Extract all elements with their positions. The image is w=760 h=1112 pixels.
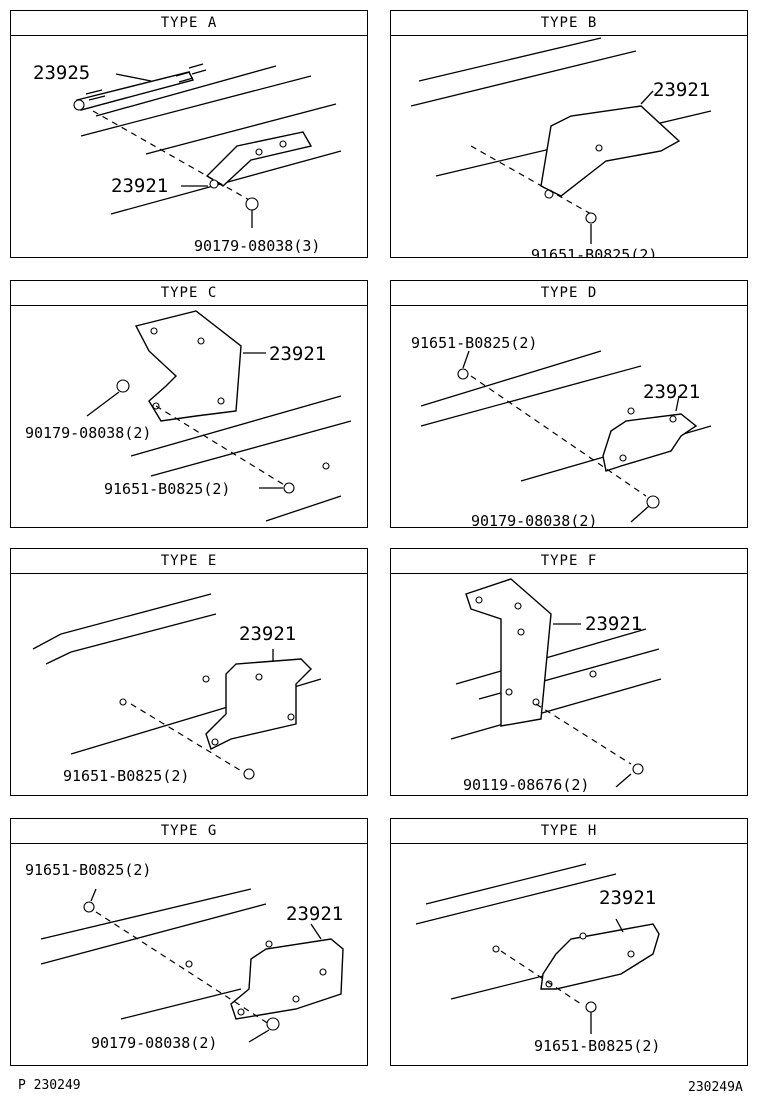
diagram-type-g: 91651-B0825(2) 23921 90179-08038(2) <box>25 861 344 1052</box>
panel-type-f: TYPE F 23921 90119-08676(2) <box>390 548 748 796</box>
assembly-line <box>155 405 287 487</box>
panel-title: TYPE C <box>11 281 367 306</box>
part-number-label: 91651-B0825(2) <box>534 1037 660 1055</box>
assembly-line <box>92 110 252 202</box>
bracket-23921 <box>205 131 313 189</box>
bracket-23921 <box>230 938 344 1020</box>
panel-type-a: TYPE A 23925 23921 90179-08038(3) <box>10 10 368 258</box>
frame-rails <box>130 395 352 522</box>
diagram-type-f: 23921 90119-08676(2) <box>450 578 662 794</box>
part-number-label: 90179-08038(2) <box>91 1034 217 1052</box>
bracket-23925 <box>73 71 195 111</box>
diagram-type-e: 23921 91651-B0825(2) <box>32 593 322 785</box>
frame-rails <box>40 888 267 1020</box>
diagram-type-h: 23921 91651-B0825(2) <box>415 863 660 1055</box>
nut <box>266 1017 280 1031</box>
nut <box>245 197 259 211</box>
part-number-label: 23921 <box>111 175 168 197</box>
assembly-line <box>500 950 582 1005</box>
part-number-label: 90119-08676(2) <box>463 776 589 794</box>
part-number-label: 23921 <box>286 903 343 925</box>
bolt <box>83 901 95 913</box>
part-number-label: 23921 <box>239 623 296 645</box>
panel-title: TYPE H <box>391 819 747 844</box>
nut <box>646 495 660 509</box>
diagram-type-a: 23925 23921 90179-08038(3) <box>33 62 342 255</box>
bolt <box>457 368 469 380</box>
diagram-type-d: 91651-B0825(2) 23921 90179-08038(2) <box>411 334 712 528</box>
part-number-label: 91651-B0825(2) <box>411 334 537 352</box>
bolt <box>632 763 644 775</box>
bracket-23921 <box>602 407 698 472</box>
bracket-23921 <box>540 923 660 990</box>
panel-title: TYPE F <box>391 549 747 574</box>
assembly-line <box>470 375 647 497</box>
assembly-line <box>470 145 592 215</box>
panel-type-e: TYPE E 23921 91651-B0825(2) <box>10 548 368 796</box>
part-number-label: 90179-08038(2) <box>471 512 597 528</box>
part-number-label: 91651-B0825(2) <box>63 767 189 785</box>
panel-type-h: TYPE H 23921 91651-B0825(2) <box>390 818 748 1066</box>
bolt <box>283 482 295 494</box>
bracket-23921 <box>134 310 242 422</box>
part-number-label: 91651-B0825(2) <box>25 861 151 879</box>
bracket-23921 <box>202 658 312 750</box>
bolt <box>585 1001 597 1013</box>
part-number-label: 23921 <box>653 79 710 101</box>
bolt <box>585 212 597 224</box>
part-number-label: 23921 <box>599 887 656 909</box>
panel-type-c: TYPE C 23921 90179-08038(2) 91651-B0825(… <box>10 280 368 528</box>
footer-left-code: P 230249 <box>18 1078 81 1093</box>
panel-type-g: TYPE G 91651-B0825(2) 23921 90179-08038(… <box>10 818 368 1066</box>
part-number-label: 23921 <box>643 381 700 403</box>
diagram-type-b: 23921 91651-B0825(2) <box>410 37 712 258</box>
panel-title: TYPE A <box>11 11 367 36</box>
part-number-label: 91651-B0825(2) <box>104 480 230 498</box>
panel-title: TYPE D <box>391 281 747 306</box>
part-number-label: 90179-08038(2) <box>25 424 151 442</box>
assembly-line <box>535 703 632 765</box>
part-number-label: 90179-08038(3) <box>194 237 320 255</box>
panel-title: TYPE E <box>11 549 367 574</box>
studs <box>85 63 207 101</box>
footer-right-code: 230249A <box>688 1080 743 1095</box>
part-number-label: 91651-B0825(2) <box>531 246 657 258</box>
part-number-label: 23925 <box>33 62 90 84</box>
nut <box>116 379 130 393</box>
panel-title: TYPE G <box>11 819 367 844</box>
panel-type-b: TYPE B 23921 91651-B0825(2) <box>390 10 748 258</box>
frame-rails <box>450 628 662 740</box>
bracket-23921 <box>540 105 681 199</box>
assembly-line <box>95 911 270 1025</box>
part-number-label: 23921 <box>585 613 642 635</box>
diagram-type-c: 23921 90179-08038(2) 91651-B0825(2) <box>25 310 352 522</box>
panel-title: TYPE B <box>391 11 747 36</box>
bracket-23921 <box>465 578 552 727</box>
bolt <box>243 768 255 780</box>
panel-type-d: TYPE D 91651-B0825(2) 23921 90179-08038(… <box>390 280 748 528</box>
part-number-label: 23921 <box>269 343 326 365</box>
